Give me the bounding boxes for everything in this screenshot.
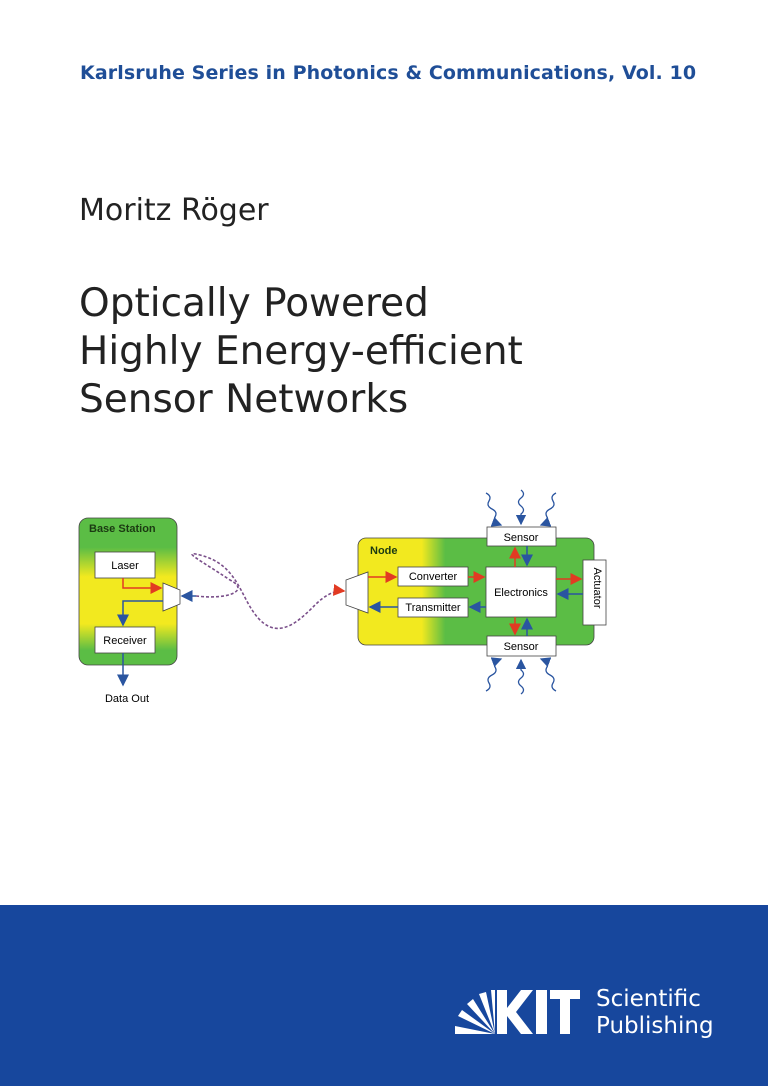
system-diagram: Base Station Laser Receiver Data Out Nod… [78,489,607,705]
title-line: Highly Energy-efficient [79,329,523,374]
photodiode-icon [345,571,369,614]
publisher-line2: Publishing [596,1013,714,1039]
receiver-label: Receiver [103,635,147,647]
laser-label: Laser [111,560,139,572]
title-line: Optically Powered [79,281,429,326]
author-name: Moritz Röger [79,193,269,228]
electronics-label: Electronics [494,587,548,599]
sensor-bottom-label: Sensor [504,641,539,653]
book-title: Optically Powered Highly Energy-efficien… [79,280,523,424]
publisher-line1: Scientific [596,986,701,1012]
data-out-label: Data Out [105,693,149,705]
node-label: Node [370,545,398,557]
coupler-icon [162,582,181,612]
transmitter-label: Transmitter [405,602,461,614]
converter-label: Converter [409,571,458,583]
series-title: Karlsruhe Series in Photonics & Communic… [80,62,697,84]
optical-fiber [191,553,345,630]
base-station-label: Base Station [89,523,156,535]
kit-logo [455,990,580,1034]
title-line: Sensor Networks [79,377,409,422]
publisher-name: Scientific Publishing [596,986,714,1040]
publisher-band [0,905,768,1086]
sensor-top-label: Sensor [504,532,539,544]
signal-waves-icon [485,489,557,695]
actuator-label: Actuator [591,568,603,609]
